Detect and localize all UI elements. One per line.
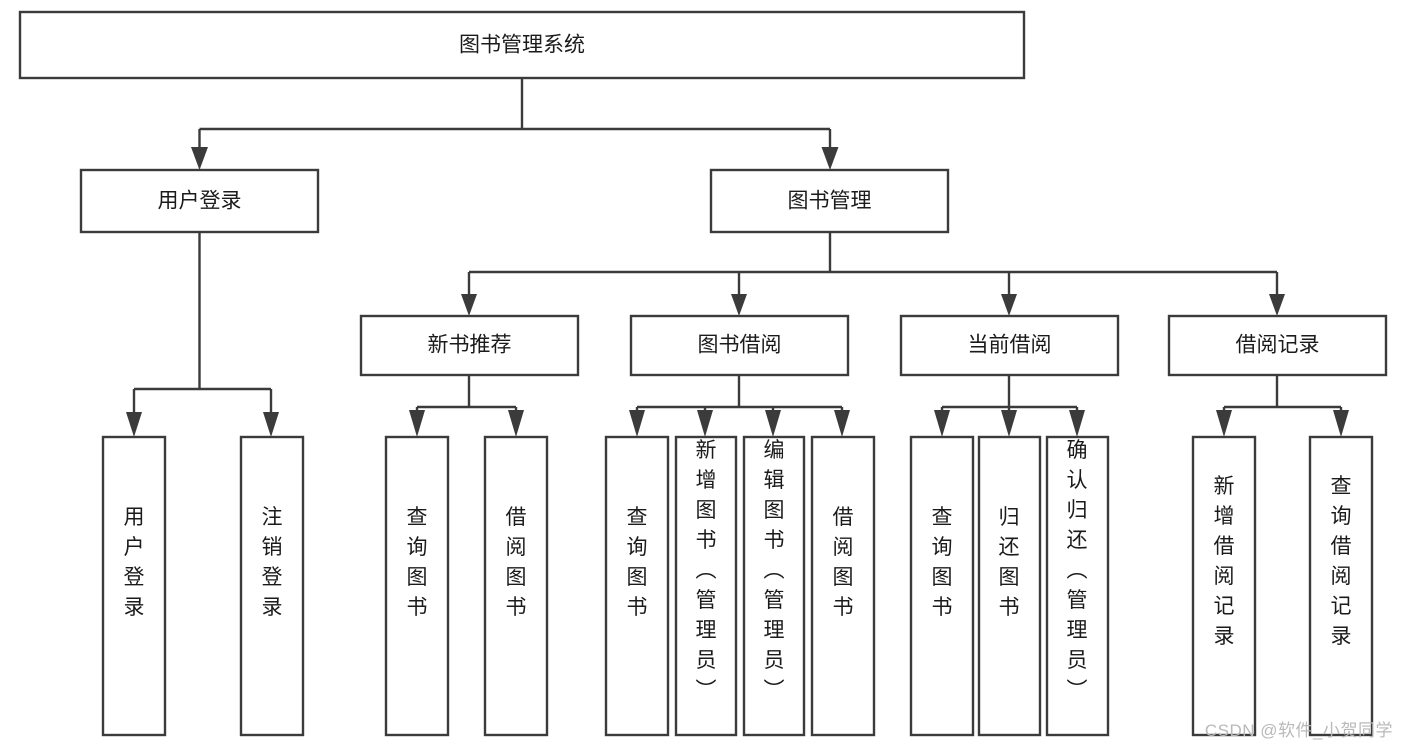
node-leaf-user-login-box[interactable]	[101, 435, 167, 737]
arrowhead-user-login	[191, 147, 208, 170]
node-leaf-query-book-1[interactable]: 查询图书	[384, 435, 450, 737]
node-leaf-confirm-return-box[interactable]	[1045, 435, 1110, 737]
node-leaf-query-book-2-box[interactable]	[604, 435, 670, 737]
arrowhead-leaf-return-book	[1001, 410, 1017, 437]
arrowhead-leaf-user-login	[126, 412, 142, 437]
node-leaf-add-book[interactable]: 新增图书︵管理员︶	[674, 435, 738, 737]
node-book-borrow-box[interactable]	[629, 314, 850, 377]
node-leaf-borrow-book-2[interactable]: 借阅图书	[810, 435, 876, 737]
node-leaf-edit-book[interactable]: 编辑图书︵管理员︶	[742, 435, 806, 737]
node-book-borrow-label: 图书借阅	[698, 334, 782, 357]
connector-group	[126, 78, 1349, 437]
arrowhead-book-manage	[821, 147, 839, 170]
arrowhead-leaf-edit-book	[765, 410, 781, 437]
node-book-manage-box[interactable]	[709, 168, 950, 234]
node-leaf-query-book-3-box[interactable]	[909, 435, 975, 737]
node-borrow-record-box[interactable]	[1167, 314, 1388, 377]
node-book-manage[interactable]: 图书管理	[709, 168, 950, 234]
arrowhead-leaf-confirm-return	[1069, 410, 1085, 437]
node-leaf-return-book[interactable]: 归还图书	[977, 435, 1042, 737]
arrowhead-leaf-add-record	[1216, 410, 1232, 437]
node-leaf-borrow-book-2-box[interactable]	[810, 435, 876, 737]
arrowhead-borrow-record	[1269, 294, 1285, 316]
arrowhead-current-borrow	[1001, 294, 1017, 316]
node-new-book-recommend-box[interactable]	[359, 314, 580, 377]
node-book-borrow[interactable]: 图书借阅	[629, 314, 850, 377]
node-leaf-query-record-label: 查询借阅记录	[1331, 475, 1352, 648]
node-leaf-add-record-box[interactable]	[1191, 435, 1257, 737]
node-book-manage-label: 图书管理	[788, 190, 872, 213]
arrowhead-leaf-query-book-1	[409, 410, 425, 437]
node-current-borrow[interactable]: 当前借阅	[899, 314, 1120, 377]
node-leaf-query-book-1-box[interactable]	[384, 435, 450, 737]
node-leaf-query-record[interactable]: 查询借阅记录	[1308, 435, 1374, 737]
arrowhead-leaf-query-book-3	[934, 410, 950, 437]
arrowhead-leaf-borrow-book-2	[834, 410, 850, 437]
node-leaf-edit-book-box[interactable]	[742, 435, 806, 737]
node-user-login[interactable]: 用户登录	[79, 168, 320, 234]
node-leaf-query-book-1-label: 查询图书	[407, 506, 428, 619]
node-new-book-recommend[interactable]: 新书推荐	[359, 314, 580, 377]
node-leaf-add-record[interactable]: 新增借阅记录	[1191, 435, 1257, 737]
arrowhead-leaf-add-book	[697, 410, 713, 437]
node-root-label: 图书管理系统	[459, 34, 585, 57]
node-leaf-query-book-3[interactable]: 查询图书	[909, 435, 975, 737]
arrowhead-leaf-logout-login	[263, 412, 279, 437]
node-leaf-return-book-box[interactable]	[977, 435, 1042, 737]
node-leaf-confirm-return-label: 确认归还︵管理员︶	[1067, 439, 1088, 702]
node-leaf-return-book-label: 归还图书	[999, 506, 1020, 619]
node-leaf-logout-login-box[interactable]	[239, 435, 305, 737]
node-leaf-query-book-2-label: 查询图书	[627, 506, 648, 619]
node-borrow-record-label: 借阅记录	[1236, 334, 1320, 357]
arrowhead-leaf-query-record	[1333, 410, 1349, 437]
node-leaf-user-login-label: 用户登录	[124, 506, 145, 619]
node-root-box[interactable]	[18, 10, 1026, 80]
node-current-borrow-label: 当前借阅	[968, 334, 1052, 357]
node-user-login-label: 用户登录	[158, 190, 242, 213]
node-leaf-query-book-3-label: 查询图书	[932, 506, 953, 619]
arrowhead-leaf-query-book-2	[629, 410, 645, 437]
arrowhead-new-book-recommend	[461, 294, 477, 316]
node-user-login-box[interactable]	[79, 168, 320, 234]
node-leaf-confirm-return[interactable]: 确认归还︵管理员︶	[1045, 435, 1110, 737]
node-new-book-recommend-label: 新书推荐	[428, 334, 512, 357]
node-leaf-query-book-2[interactable]: 查询图书	[604, 435, 670, 737]
node-leaf-add-book-label: 新增图书︵管理员︶	[696, 439, 717, 702]
node-leaf-logout-login[interactable]: 注销登录	[239, 435, 305, 737]
node-leaf-borrow-book-1[interactable]: 借阅图书	[483, 435, 549, 737]
node-leaf-edit-book-label: 编辑图书︵管理员︶	[764, 439, 785, 702]
csdn-watermark: CSDN @软件_小贺同学	[1204, 721, 1393, 740]
node-root[interactable]: 图书管理系统	[18, 10, 1026, 80]
node-current-borrow-box[interactable]	[899, 314, 1120, 377]
node-leaf-borrow-book-1-box[interactable]	[483, 435, 549, 737]
node-leaf-add-book-box[interactable]	[674, 435, 738, 737]
node-leaf-borrow-book-2-label: 借阅图书	[833, 506, 854, 619]
arrowhead-book-borrow	[731, 294, 747, 316]
node-leaf-query-record-box[interactable]	[1308, 435, 1374, 737]
arrowhead-leaf-borrow-book-1	[508, 410, 524, 437]
node-leaf-user-login[interactable]: 用户登录	[101, 435, 167, 737]
node-leaf-logout-login-label: 注销登录	[262, 506, 283, 619]
node-leaf-borrow-book-1-label: 借阅图书	[506, 506, 527, 619]
node-borrow-record[interactable]: 借阅记录	[1167, 314, 1388, 377]
node-leaf-add-record-label: 新增借阅记录	[1214, 475, 1235, 648]
